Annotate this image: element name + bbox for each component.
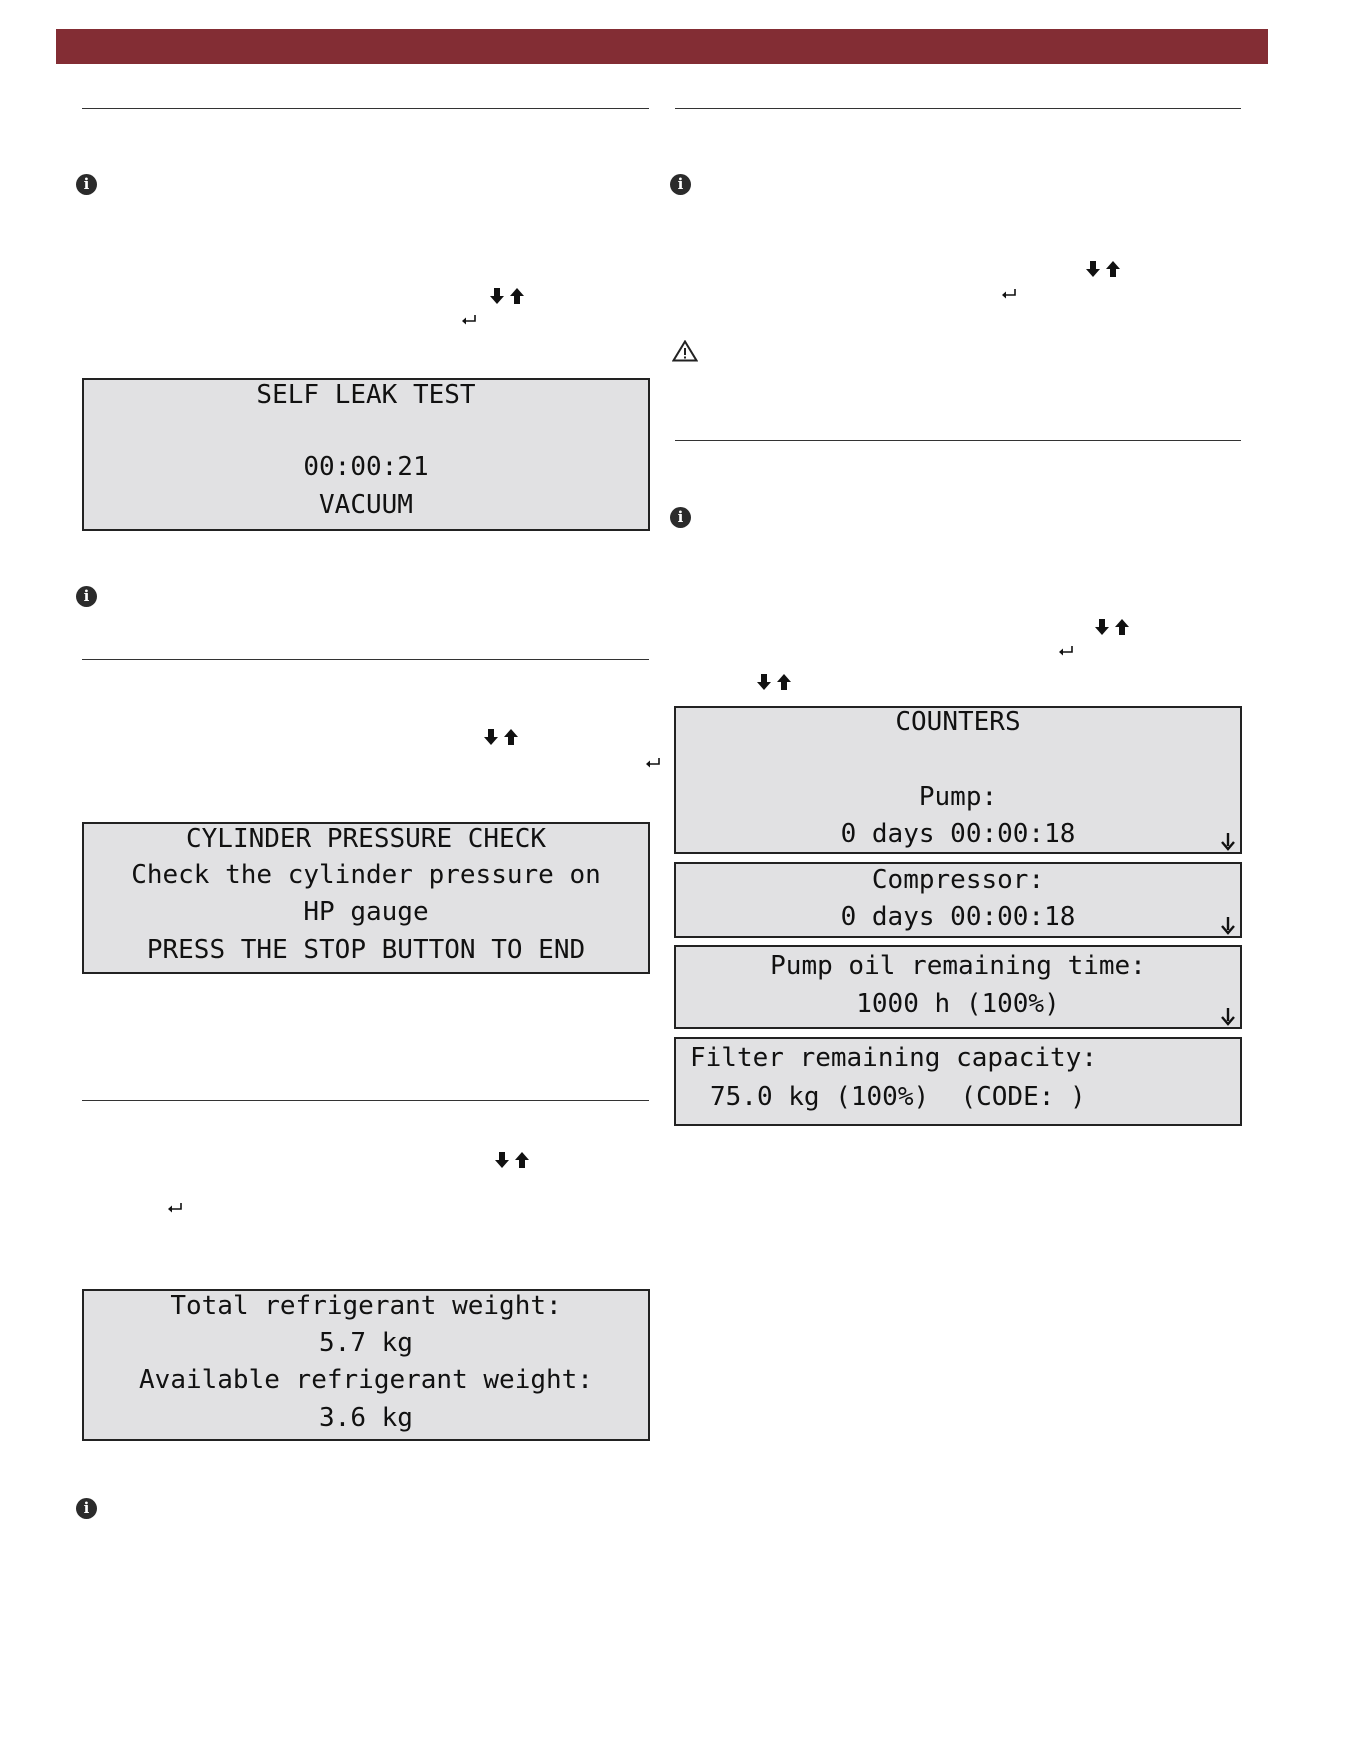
down-up-arrows-icon <box>490 288 524 304</box>
lcd-line: COUNTERS <box>895 707 1021 737</box>
info-icon: i <box>670 507 691 528</box>
lcd-line: VACUUM <box>319 490 413 520</box>
scroll-down-arrow-icon <box>1221 917 1235 935</box>
section-divider <box>82 108 649 109</box>
info-icon: i <box>76 1498 97 1519</box>
enter-icon <box>1059 646 1073 656</box>
lcd-line: Pump oil remaining time: <box>770 951 1146 981</box>
down-up-arrows-icon <box>495 1152 529 1168</box>
section-divider <box>82 1100 649 1101</box>
down-up-arrows-icon <box>1095 619 1129 635</box>
down-up-arrows-icon <box>484 729 518 745</box>
lcd-line: 1000 h (100%) <box>856 989 1060 1019</box>
enter-icon <box>646 758 660 768</box>
header-bar <box>56 29 1268 64</box>
lcd-line: 0 days 00:00:18 <box>840 902 1076 932</box>
lcd-filter: Filter remaining capacity: 75.0 kg (100%… <box>674 1037 1242 1126</box>
down-up-arrows-icon <box>1086 261 1120 277</box>
lcd-pump-oil: Pump oil remaining time: 1000 h (100%) <box>674 945 1242 1029</box>
lcd-line: 0 days 00:00:18 <box>840 819 1076 849</box>
lcd-counters: COUNTERS Pump: 0 days 00:00:18 <box>674 706 1242 854</box>
lcd-line: Pump: <box>918 782 998 812</box>
lcd-line: Compressor: <box>871 865 1045 895</box>
enter-icon <box>168 1203 182 1213</box>
scroll-down-arrow-icon <box>1221 833 1235 851</box>
lcd-self-leak-test: SELF LEAK TEST 00:00:21 VACUUM <box>82 378 650 531</box>
warning-icon <box>672 340 698 362</box>
info-icon: i <box>670 174 691 195</box>
lcd-line: 75.0 kg (100%) (CODE: ) <box>710 1082 1086 1112</box>
lcd-cylinder-pressure-check: CYLINDER PRESSURE CHECK Check the cylind… <box>82 822 650 974</box>
lcd-line: Filter remaining capacity: <box>690 1043 1097 1073</box>
lcd-line: 00:00:21 <box>303 452 429 482</box>
lcd-line: CYLINDER PRESSURE CHECK <box>185 824 547 854</box>
lcd-compressor: Compressor: 0 days 00:00:18 <box>674 862 1242 938</box>
lcd-refrigerant-weight: Total refrigerant weight: 5.7 kg Availab… <box>82 1289 650 1441</box>
lcd-line: 5.7 kg <box>319 1328 413 1358</box>
lcd-line: PRESS THE STOP BUTTON TO END <box>146 935 586 965</box>
info-icon: i <box>76 586 97 607</box>
section-divider <box>675 440 1241 441</box>
lcd-line: HP gauge <box>303 897 429 927</box>
lcd-line: Total refrigerant weight: <box>170 1291 562 1321</box>
info-icon: i <box>76 174 97 195</box>
lcd-line: SELF LEAK TEST <box>256 380 476 410</box>
lcd-line: 3.6 kg <box>319 1403 413 1433</box>
enter-icon <box>462 315 476 325</box>
scroll-down-arrow-icon <box>1221 1008 1235 1026</box>
section-divider <box>675 108 1241 109</box>
lcd-line: Available refrigerant weight: <box>139 1365 593 1395</box>
enter-icon <box>1002 289 1016 299</box>
section-divider <box>82 659 649 660</box>
down-up-arrows-icon <box>757 674 791 690</box>
lcd-line: Check the cylinder pressure on <box>131 860 601 890</box>
